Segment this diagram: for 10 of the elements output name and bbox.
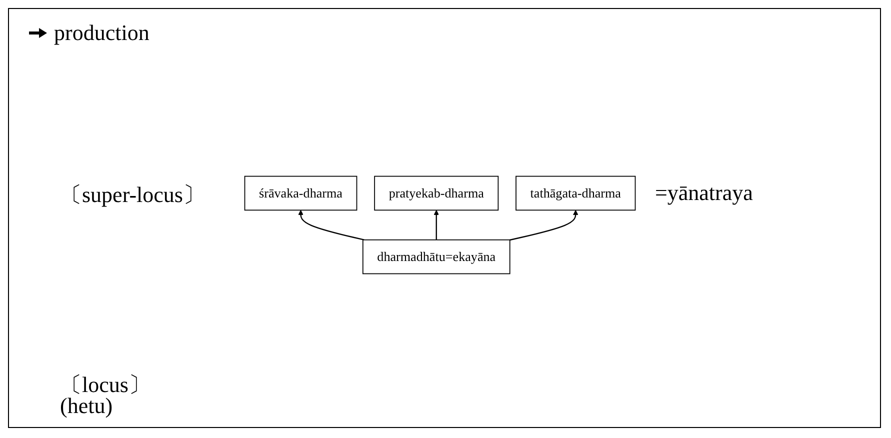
annotation-text: =yānatraya	[655, 180, 753, 206]
node-box: tathāgata-dharma	[516, 176, 636, 211]
arrow	[434, 210, 439, 240]
node-box: śrāvaka-dharma	[244, 176, 358, 211]
arrow	[298, 210, 364, 240]
node-box: pratyekab-dharma	[374, 176, 499, 211]
arrow	[510, 210, 578, 241]
node-box: dharmadhātu=ekayāna	[362, 239, 510, 274]
annotation-text: 〔super-locus〕	[60, 181, 205, 209]
legend-text: production	[54, 20, 150, 46]
